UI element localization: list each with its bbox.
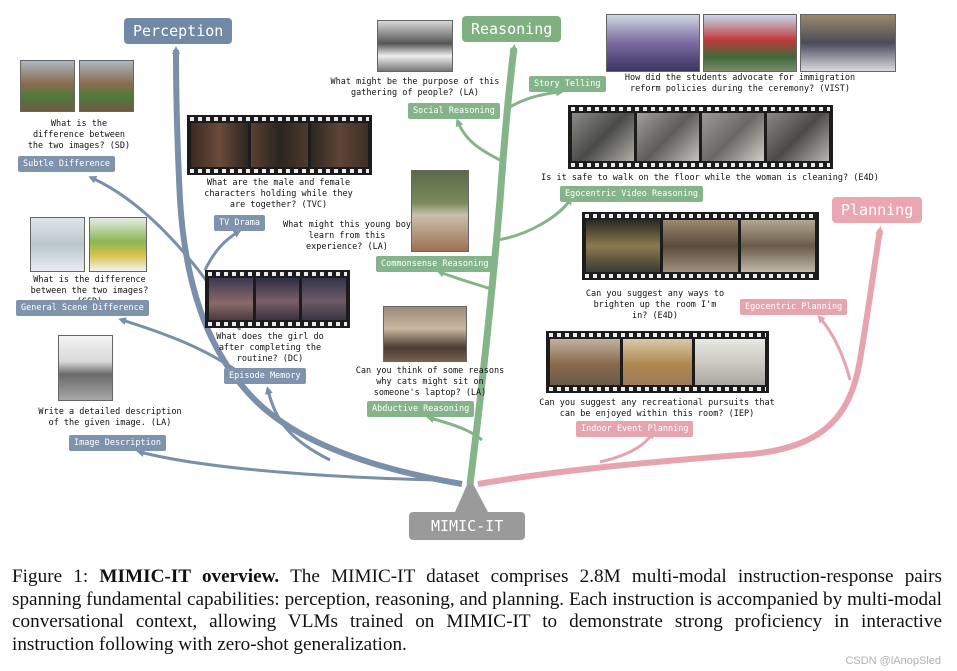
iep-frame-2 (622, 339, 693, 385)
la-gathering-question: What might be the purpose of this gather… (330, 77, 500, 98)
perception-branch (172, 46, 463, 487)
e4d-floor-frame-2 (637, 113, 699, 161)
episode-memory-tag: Episode Memory (224, 368, 306, 384)
dc-frame-1 (209, 278, 253, 320)
iep-frame-3 (695, 339, 766, 385)
indoor-event-planning-tag: Indoor Event Planning (576, 421, 694, 437)
branch-commonsense (436, 269, 495, 292)
subtle-difference-tag: Subtle Difference (18, 156, 115, 172)
gsd-image-2 (89, 217, 147, 272)
branch-story-telling (504, 88, 564, 112)
tv-drama-tag: TV Drama (214, 215, 265, 231)
sd-image-1 (20, 60, 75, 112)
dc-frame-3 (302, 278, 347, 320)
overview-diagram: Perception Reasoning Planning MIMIC-IT W… (16, 14, 923, 540)
sd-image-2 (79, 60, 134, 112)
vist-question: How did the students advocate for immigr… (624, 73, 856, 94)
iep-filmstrip (546, 331, 769, 393)
tvc-question: What are the male and female characters … (204, 178, 353, 210)
vist-image-1 (606, 14, 700, 72)
e4d-floor-frame-1 (572, 113, 634, 161)
iep-frame-1 (550, 339, 620, 385)
branch-egocentric-planning (817, 314, 852, 381)
trunk-base (455, 478, 488, 512)
root-node: MIMIC-IT (409, 512, 526, 540)
planning-heading: Planning (832, 197, 923, 223)
gsd-image-1 (30, 217, 85, 272)
planning-branch (477, 226, 884, 487)
caption-text: The MIMIC-IT dataset comprises 2.8M mult… (12, 566, 942, 655)
e4d-floor-frame-3 (702, 113, 764, 161)
tvc-frame-3 (311, 123, 368, 167)
tree-diagram (88, 44, 884, 512)
la-boy-question: What might this young boy learn from thi… (283, 220, 411, 252)
figure-caption: Figure 1: MIMIC-IT overview. The MIMIC-I… (12, 566, 942, 656)
iep-question: Can you suggest any recreational pursuit… (539, 398, 775, 419)
egocentric-planning-tag: Egocentric Planning (740, 299, 848, 315)
la-cats-question: Can you think of some reasons why cats m… (355, 366, 505, 398)
e4d-floor-filmstrip (568, 105, 833, 169)
vist-image-3 (800, 14, 896, 72)
dc-filmstrip (205, 270, 350, 328)
la-gathering-image (377, 20, 453, 72)
commonsense-reasoning-tag: Commonsense Reasoning (376, 256, 494, 272)
reasoning-heading: Reasoning (462, 16, 562, 42)
branch-image-description (136, 449, 441, 482)
branch-egocentric-video (496, 196, 573, 242)
la-desc-image (58, 335, 113, 401)
la-boy-image (411, 170, 469, 252)
perception-heading: Perception (124, 18, 233, 44)
story-telling-tag: Story Telling (529, 76, 606, 92)
branch-tv-drama (203, 229, 242, 271)
branch-episode-memory (265, 386, 331, 462)
e4d-floor-frame-4 (767, 113, 829, 161)
la-desc-question: Write a detailed description of the give… (38, 407, 182, 428)
e4d-room-frame-1 (586, 220, 661, 272)
image-description-tag: Image Description (69, 435, 166, 451)
tvc-frame-1 (191, 123, 248, 167)
dc-frame-2 (255, 278, 300, 320)
e4d-room-question: Can you suggest any ways to brighten up … (585, 289, 725, 321)
branch-abductive (426, 415, 483, 442)
general-scene-difference-tag: General Scene Difference (16, 300, 149, 316)
tvc-frame-2 (251, 123, 308, 167)
branch-indoor-event (599, 430, 655, 464)
tvc-filmstrip (187, 115, 372, 175)
caption-title: MIMIC-IT overview. (99, 566, 280, 587)
caption-label: Figure 1: (12, 566, 89, 587)
abductive-reasoning-tag: Abductive Reasoning (367, 401, 475, 417)
reasoning-branch (466, 44, 518, 485)
la-cats-image (383, 306, 467, 362)
watermark: CSDN @lAnopSled (845, 655, 941, 667)
sd-question: What is the difference between the two i… (27, 119, 131, 151)
dc-question: What does the girl do after completing t… (216, 332, 324, 364)
social-reasoning-tag: Social Reasoning (408, 103, 500, 119)
e4d-floor-question: Is it safe to walk on the floor while th… (541, 173, 879, 183)
e4d-room-filmstrip (582, 212, 819, 280)
vist-image-2 (703, 14, 797, 72)
egocentric-video-reasoning-tag: Egocentric Video Reasoning (560, 186, 704, 202)
branch-social-reasoning (455, 118, 501, 162)
e4d-room-frame-2 (663, 220, 738, 272)
e4d-room-frame-3 (740, 220, 815, 272)
